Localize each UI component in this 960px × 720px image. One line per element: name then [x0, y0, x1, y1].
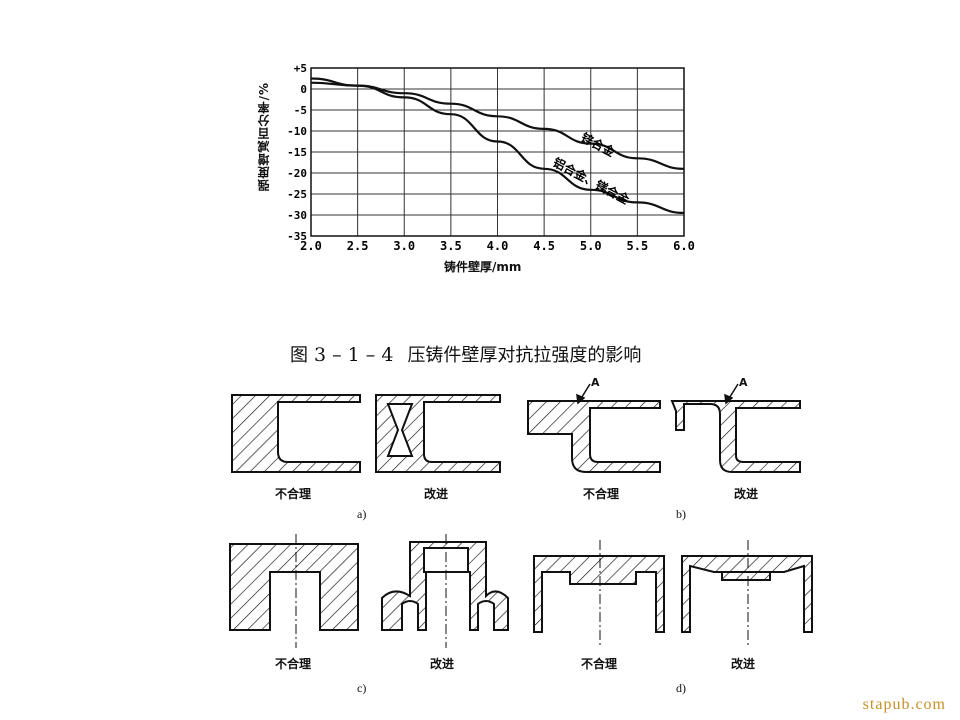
x-tick-label: 4.0 — [487, 239, 509, 253]
fig-b-good-label: 改进 — [734, 487, 759, 501]
fig-a-good-label: 改进 — [424, 487, 449, 501]
sub-label-b: b) — [676, 507, 686, 521]
fig-d-good-part — [681, 555, 813, 633]
fig-a-bad-label: 不合理 — [275, 487, 312, 501]
x-tick-label: 2.5 — [347, 239, 369, 253]
y-tick-label: -10 — [287, 125, 307, 138]
caption-title: 压铸件壁厚对抗拉强度的影响 — [407, 345, 642, 366]
fig-b-bad-part — [527, 400, 661, 473]
y-tick-label: -35 — [287, 230, 307, 243]
x-axis-label: 铸件壁厚/mm — [444, 260, 522, 274]
fig-b-good-part — [670, 400, 801, 473]
series-line-1 — [310, 77, 685, 214]
marker-a-1: A — [591, 376, 600, 389]
fig-d-bad-label: 不合理 — [581, 657, 618, 671]
site-watermark: stapub.com — [862, 696, 946, 713]
fig-c-good-label: 改进 — [430, 657, 455, 671]
x-tick-label: 4.5 — [533, 239, 555, 253]
sub-label-a: a) — [357, 507, 367, 521]
x-tick-label: 3.5 — [440, 239, 462, 253]
fig-c-good-part — [381, 541, 509, 631]
fig-a-good-core — [386, 403, 414, 457]
fig-d-good-label: 改进 — [731, 657, 756, 671]
x-tick-label: 5.5 — [627, 239, 649, 253]
fig-b-bad-label: 不合理 — [583, 487, 620, 501]
figure-caption: 图 3 – 1 – 4 压铸件壁厚对抗拉强度的影响 — [290, 341, 641, 367]
x-tick-label: 5.0 — [580, 239, 602, 253]
caption-number: 3 – 1 – 4 — [314, 344, 394, 366]
y-tick-label: -20 — [287, 167, 307, 180]
x-tick-label: 2.0 — [300, 239, 322, 253]
y-tick-label: +5 — [294, 62, 307, 75]
plot-frame — [310, 67, 685, 237]
fig-d-bad-part — [533, 555, 665, 633]
marker-a-2: A — [739, 376, 748, 389]
y-tick-label: -30 — [287, 209, 307, 222]
y-tick-label: -5 — [294, 104, 307, 117]
fig-c-bad-label: 不合理 — [275, 657, 312, 671]
x-tick-label: 6.0 — [673, 239, 695, 253]
sub-label-c: c) — [357, 681, 367, 695]
fig-d-good-rib — [721, 571, 771, 581]
fig-c-bad-part — [229, 543, 359, 631]
y-tick-label: 0 — [300, 83, 307, 96]
y-tick-label: -25 — [287, 188, 307, 201]
fig-a-bad-part — [231, 394, 361, 473]
y-tick-label: -15 — [287, 146, 307, 159]
sub-label-d: d) — [676, 681, 686, 695]
caption-prefix: 图 — [290, 345, 308, 366]
x-tick-label: 3.0 — [393, 239, 415, 253]
